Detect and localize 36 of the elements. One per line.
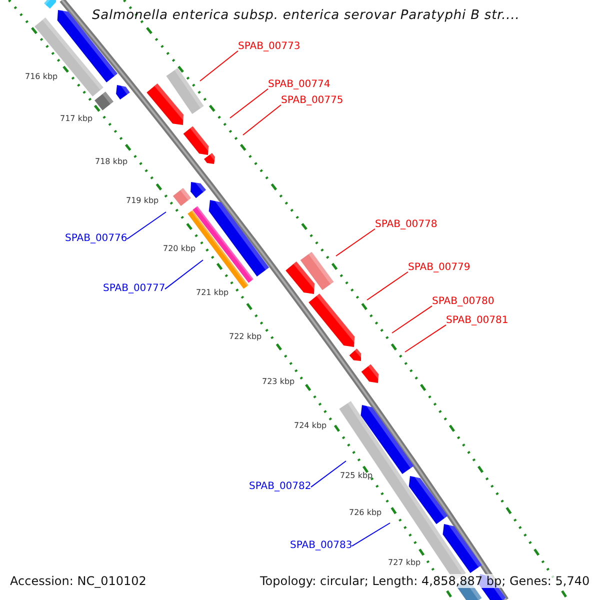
tick-label: 719 kbp [126,196,159,205]
leader-line [352,522,390,547]
gene-label: SPAB_00782 [249,481,312,492]
leader-line [200,50,238,82]
leader-line [404,324,446,352]
gene-label: SPAB_00781 [446,315,508,326]
tick-label: 720 kbp [163,244,196,253]
gene-label: SPAB_00779 [408,262,470,273]
gene-label: SPAB_00780 [432,296,494,307]
tick-label: 722 kbp [229,332,262,341]
leader-line [336,228,376,256]
gene-label: SPAB_00776 [65,233,128,244]
info-text: Accession: NC_010102 [9,574,148,588]
tick-label: 721 kbp [196,288,229,297]
tick-label: 726 kbp [349,508,382,517]
leader-line [366,271,408,300]
tick-label: 727 kbp [388,558,421,567]
tick-label: 717 kbp [60,114,93,123]
tick-label: 716 kbp [25,72,58,81]
tick-label: 725 kbp [340,471,373,480]
gene-label: SPAB_00778 [375,219,438,230]
gene-label: SPAB_00773 [238,41,300,52]
leader-line [230,88,268,118]
leader-line [392,305,432,334]
leader-line [126,212,166,240]
tick-label: 723 kbp [262,377,295,386]
gene-label: SPAB_00777 [103,283,166,294]
leader-line [242,104,282,136]
tick-label: 718 kbp [95,157,128,166]
leader-line [310,460,346,488]
title: Salmonella enterica subsp. enterica serovar Paratyphi B str.... [92,8,520,23]
leader-line [164,260,204,290]
gene-label: SPAB_00783 [290,540,352,551]
gene-label: SPAB_00775 [281,95,344,106]
gene-label: SPAB_00774 [268,79,330,90]
tick-label: 724 kbp [294,421,327,430]
